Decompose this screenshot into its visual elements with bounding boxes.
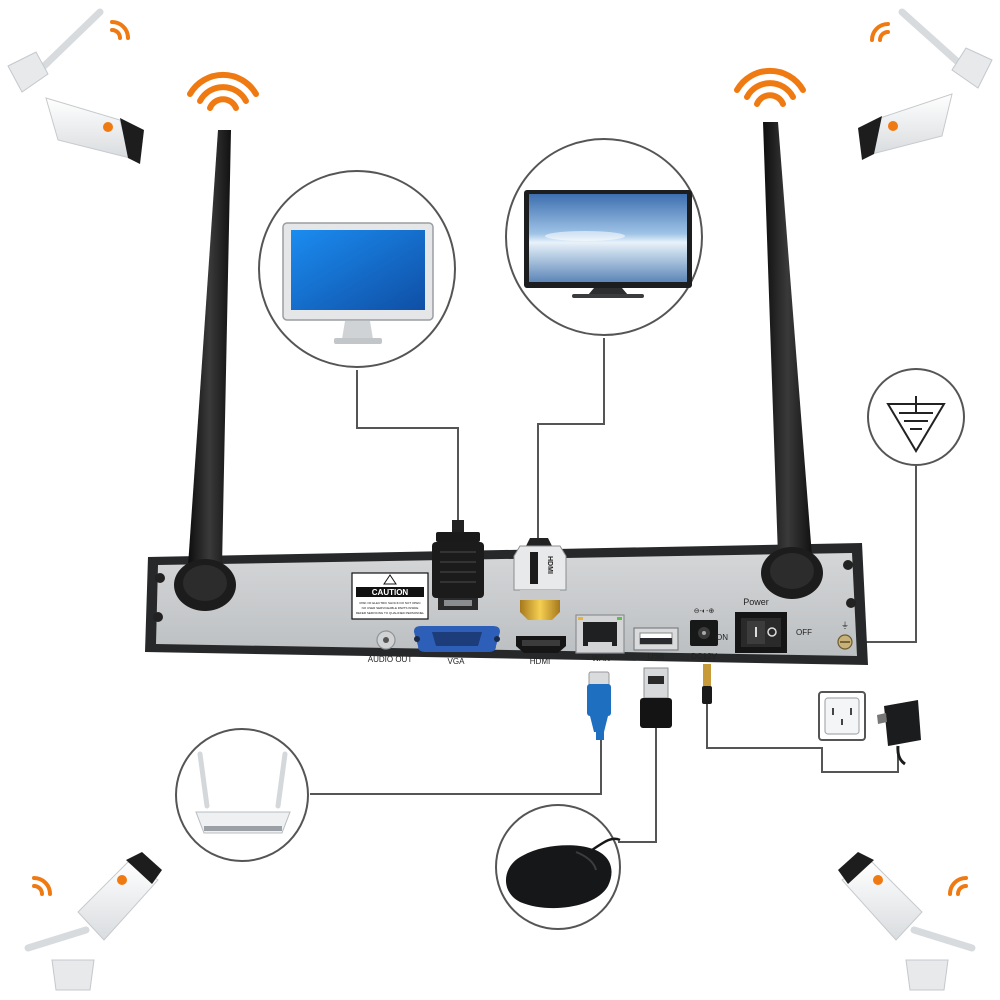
wan-label: WAN	[592, 654, 611, 663]
power-adapter-icon	[877, 700, 921, 764]
hdmi-plug: HDMI	[514, 538, 566, 620]
wan-port[interactable]	[576, 615, 624, 653]
nvr-rear-panel: CAUTION RISK OF ELECTRIC SHOCK DO NOT OP…	[145, 543, 868, 666]
ip-camera-icon	[28, 852, 162, 990]
ground-symbol-icon: ⏚	[841, 621, 849, 630]
ethernet-plug	[587, 672, 611, 740]
audio-out-port[interactable]	[377, 631, 395, 649]
ip-camera-icon	[858, 12, 992, 160]
screw-icon	[153, 612, 163, 622]
power-line	[707, 703, 898, 772]
usb-port[interactable]	[634, 628, 678, 650]
hdmi-label: HDMI	[530, 657, 550, 666]
vga-label: VGA	[448, 657, 466, 666]
wifi-signal-icon	[190, 75, 256, 108]
left-antenna	[174, 130, 236, 611]
power-label: Power	[743, 597, 769, 607]
vga-port[interactable]	[414, 626, 500, 652]
ip-camera-icon	[838, 852, 972, 990]
wall-socket-icon	[825, 698, 859, 734]
monitor-vga-line	[357, 370, 458, 530]
vga-plug	[432, 520, 484, 610]
power-switch[interactable]	[735, 612, 787, 653]
usb-label: USB	[648, 652, 664, 661]
caution-label: CAUTION RISK OF ELECTRIC SHOCK DO NOT OP…	[352, 573, 428, 619]
router-wan-line	[310, 738, 601, 794]
hdmi-plug-text: HDMI	[546, 556, 553, 574]
caution-text-1: RISK OF ELECTRIC SHOCK DO NOT OPEN	[360, 601, 421, 605]
tv-hdmi-line	[538, 338, 604, 545]
ground-callout	[868, 369, 964, 465]
right-antenna	[761, 122, 823, 599]
off-label: OFF	[796, 628, 812, 637]
mouse-callout	[496, 805, 620, 929]
mouse-usb-line	[618, 728, 656, 842]
tv-callout	[506, 139, 702, 335]
dc-polarity-icon: ⊖-◐-⊕	[694, 608, 715, 615]
tv-icon	[524, 190, 692, 298]
screw-icon	[843, 560, 853, 570]
dc12v-port[interactable]: ⊖-◐-⊕	[690, 608, 718, 646]
screw-icon	[155, 573, 165, 583]
dc-plug	[702, 664, 712, 704]
hdmi-port[interactable]	[516, 636, 566, 653]
caution-text-2: NO USER SERVICEABLE PARTS INSIDE	[362, 606, 419, 610]
audio-out-label: AUDIO OUT	[368, 655, 413, 664]
power-adapter-group	[819, 692, 921, 764]
dc12v-label: DC12V	[691, 652, 717, 661]
monitor-callout	[259, 171, 455, 367]
usb-plug	[640, 668, 672, 728]
router-callout	[176, 729, 308, 861]
screw-icon	[846, 598, 856, 608]
ip-camera-icon	[8, 12, 144, 164]
caution-title: CAUTION	[372, 588, 409, 597]
caution-text-3: REFER SERVICING TO QUALIFIED PERSONNEL	[356, 611, 425, 615]
on-label: ON	[716, 633, 728, 642]
wifi-signal-icon	[737, 71, 803, 104]
